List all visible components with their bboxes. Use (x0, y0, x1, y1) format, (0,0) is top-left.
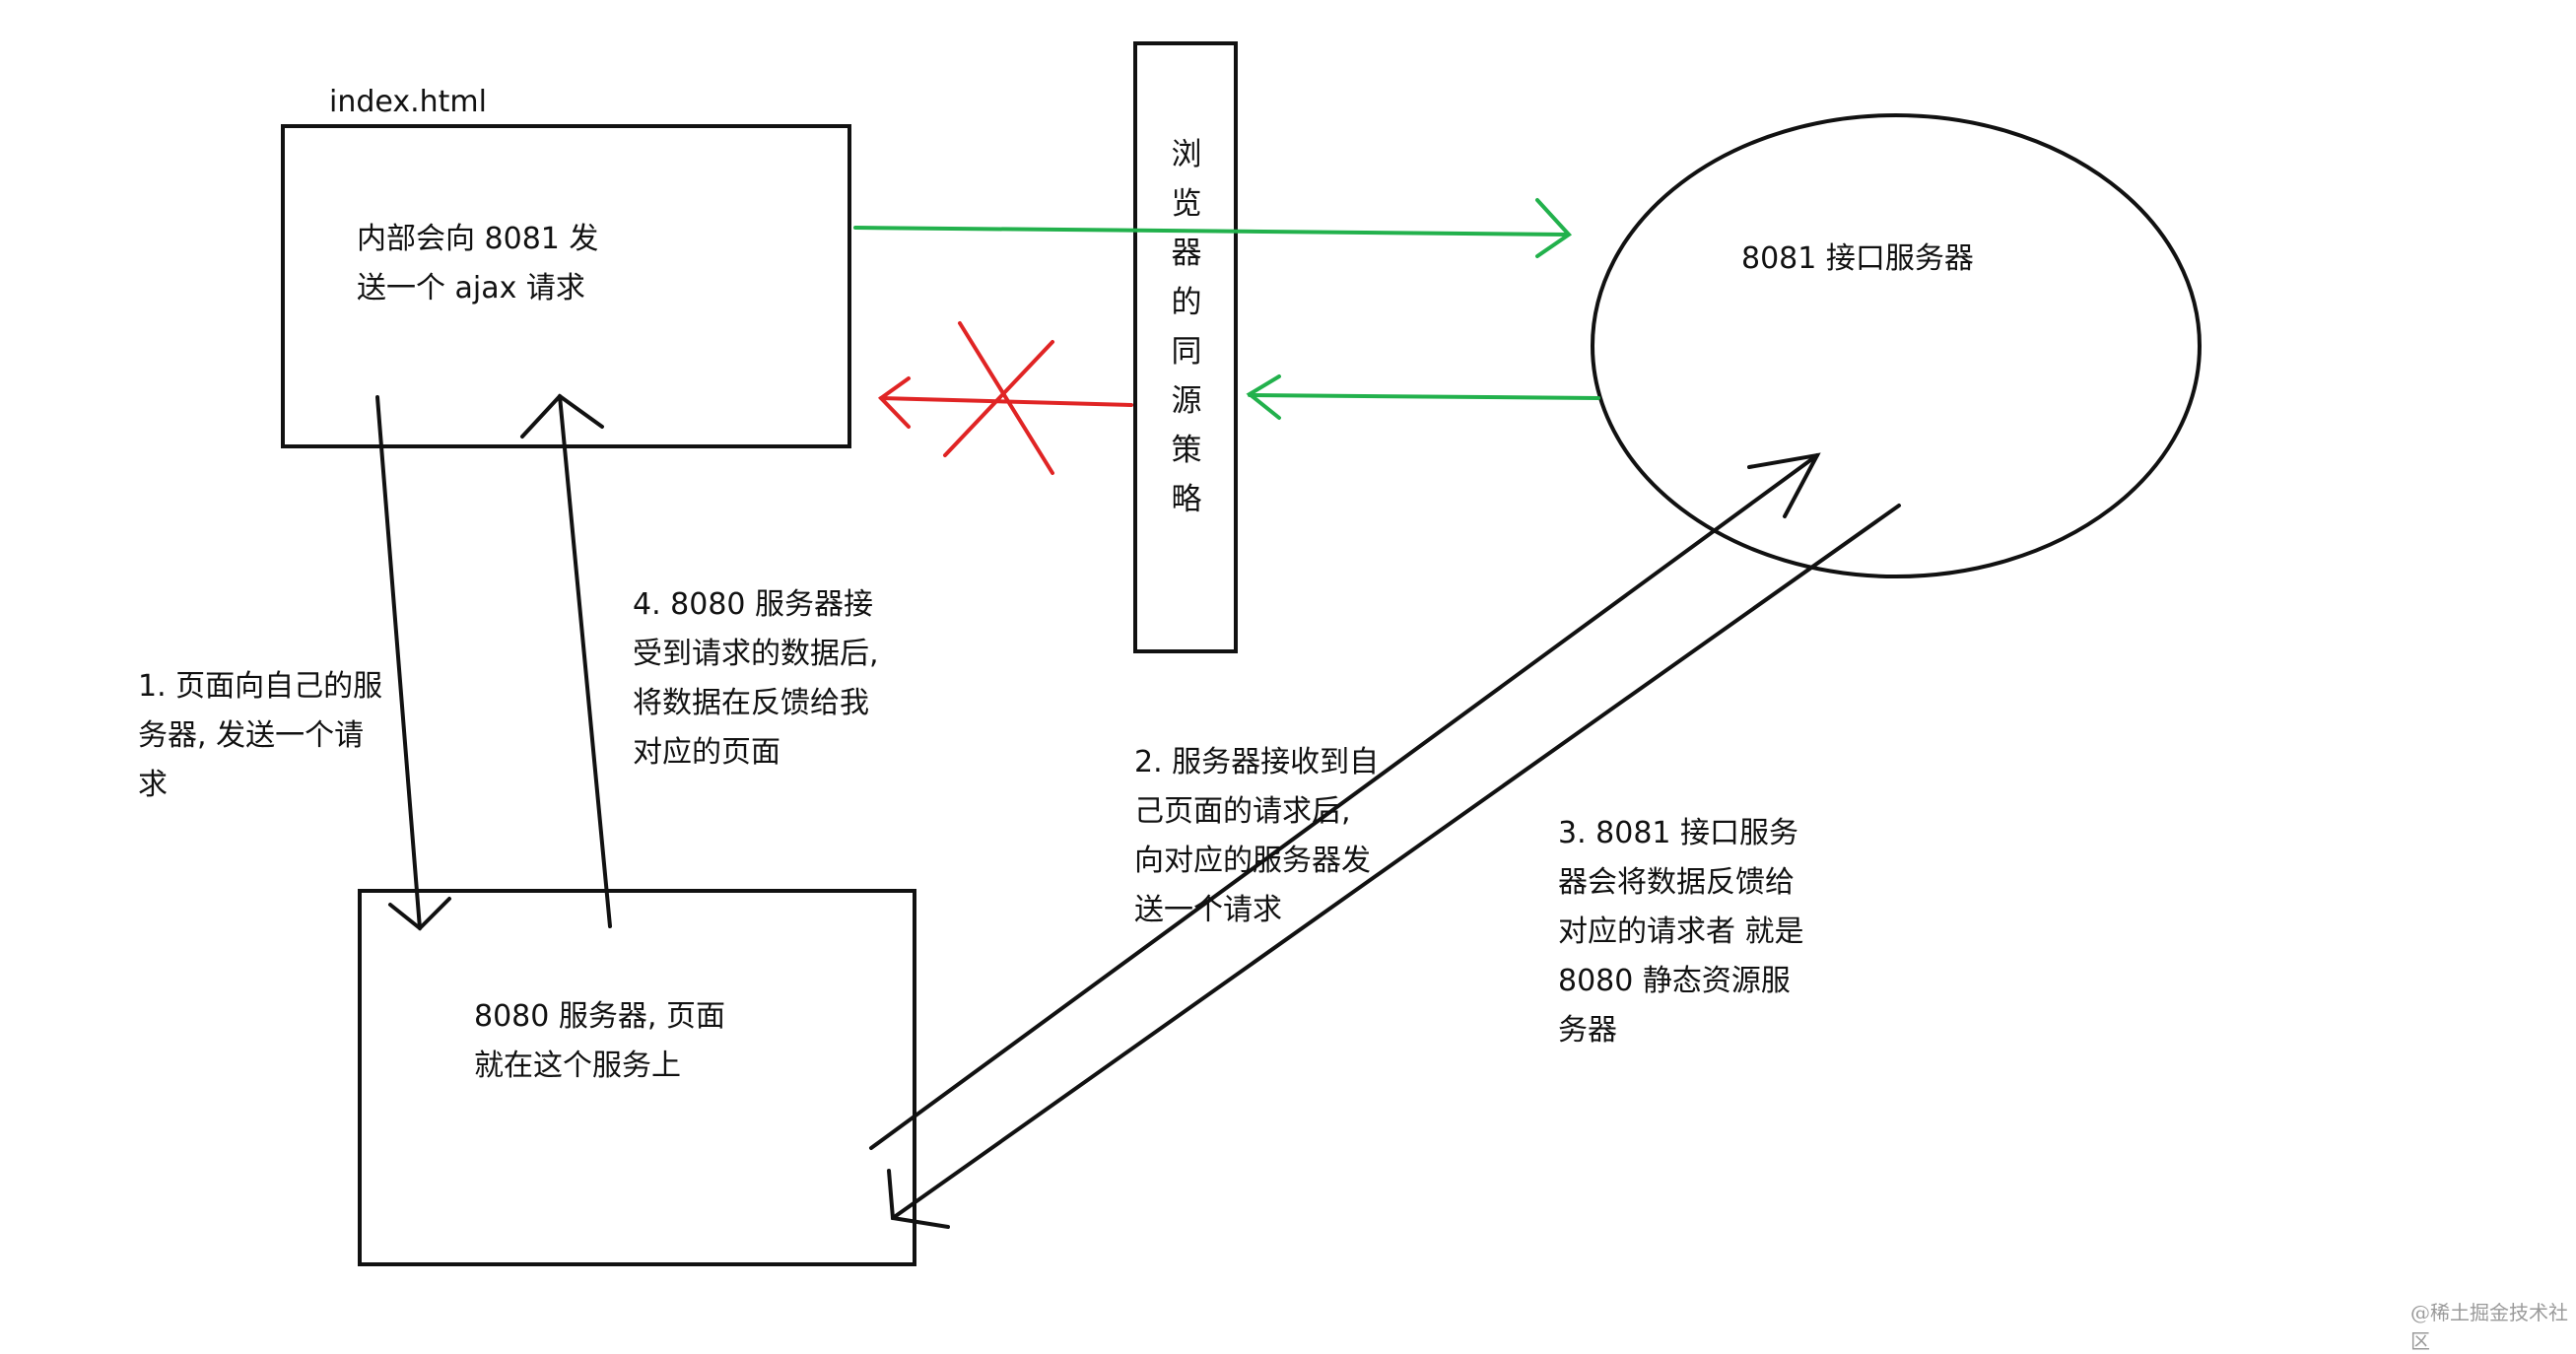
client-box-text: 内部会向 8081 发 送一个 ajax 请求 (357, 222, 599, 305)
watermark: @稀土掘金技术社区 (2410, 1301, 2568, 1353)
api-response-arrow (1246, 374, 1600, 420)
step4-arrow (520, 393, 612, 928)
file-label: index.html (329, 85, 487, 119)
step1-arrow (375, 395, 451, 931)
api-server-ellipse (1591, 113, 2202, 578)
step2-label: 2. 服务器接收到自 己页面的请求后, 向对应的服务器发 送一个请求 (1134, 745, 1380, 927)
step4-label: 4. 8080 服务器接 受到请求的数据后, 将数据在反馈给我 对应的页面 (633, 587, 879, 770)
step1-label: 1. 页面向自己的服 务器, 发送一个请 求 (138, 669, 383, 802)
policy-box (1133, 41, 1238, 653)
step3-arrow (887, 504, 1901, 1229)
ajax-request-arrow (853, 198, 1573, 258)
static-server-text: 8080 服务器, 页面 就在这个服务上 (474, 999, 725, 1083)
static-server-box (358, 889, 916, 1266)
blocked-response-arrow (877, 376, 1133, 429)
policy-box-text: 浏 览 器 的 同 源 策 略 (1171, 137, 1202, 517)
blocked-cross-icon (943, 321, 1054, 475)
api-server-label: 8081 接口服务器 (1741, 241, 1974, 276)
step3-label: 3. 8081 接口服务 器会将数据反馈给 对应的请求者 就是 8080 静态资… (1558, 816, 1804, 1048)
step2-arrow (869, 452, 1821, 1150)
